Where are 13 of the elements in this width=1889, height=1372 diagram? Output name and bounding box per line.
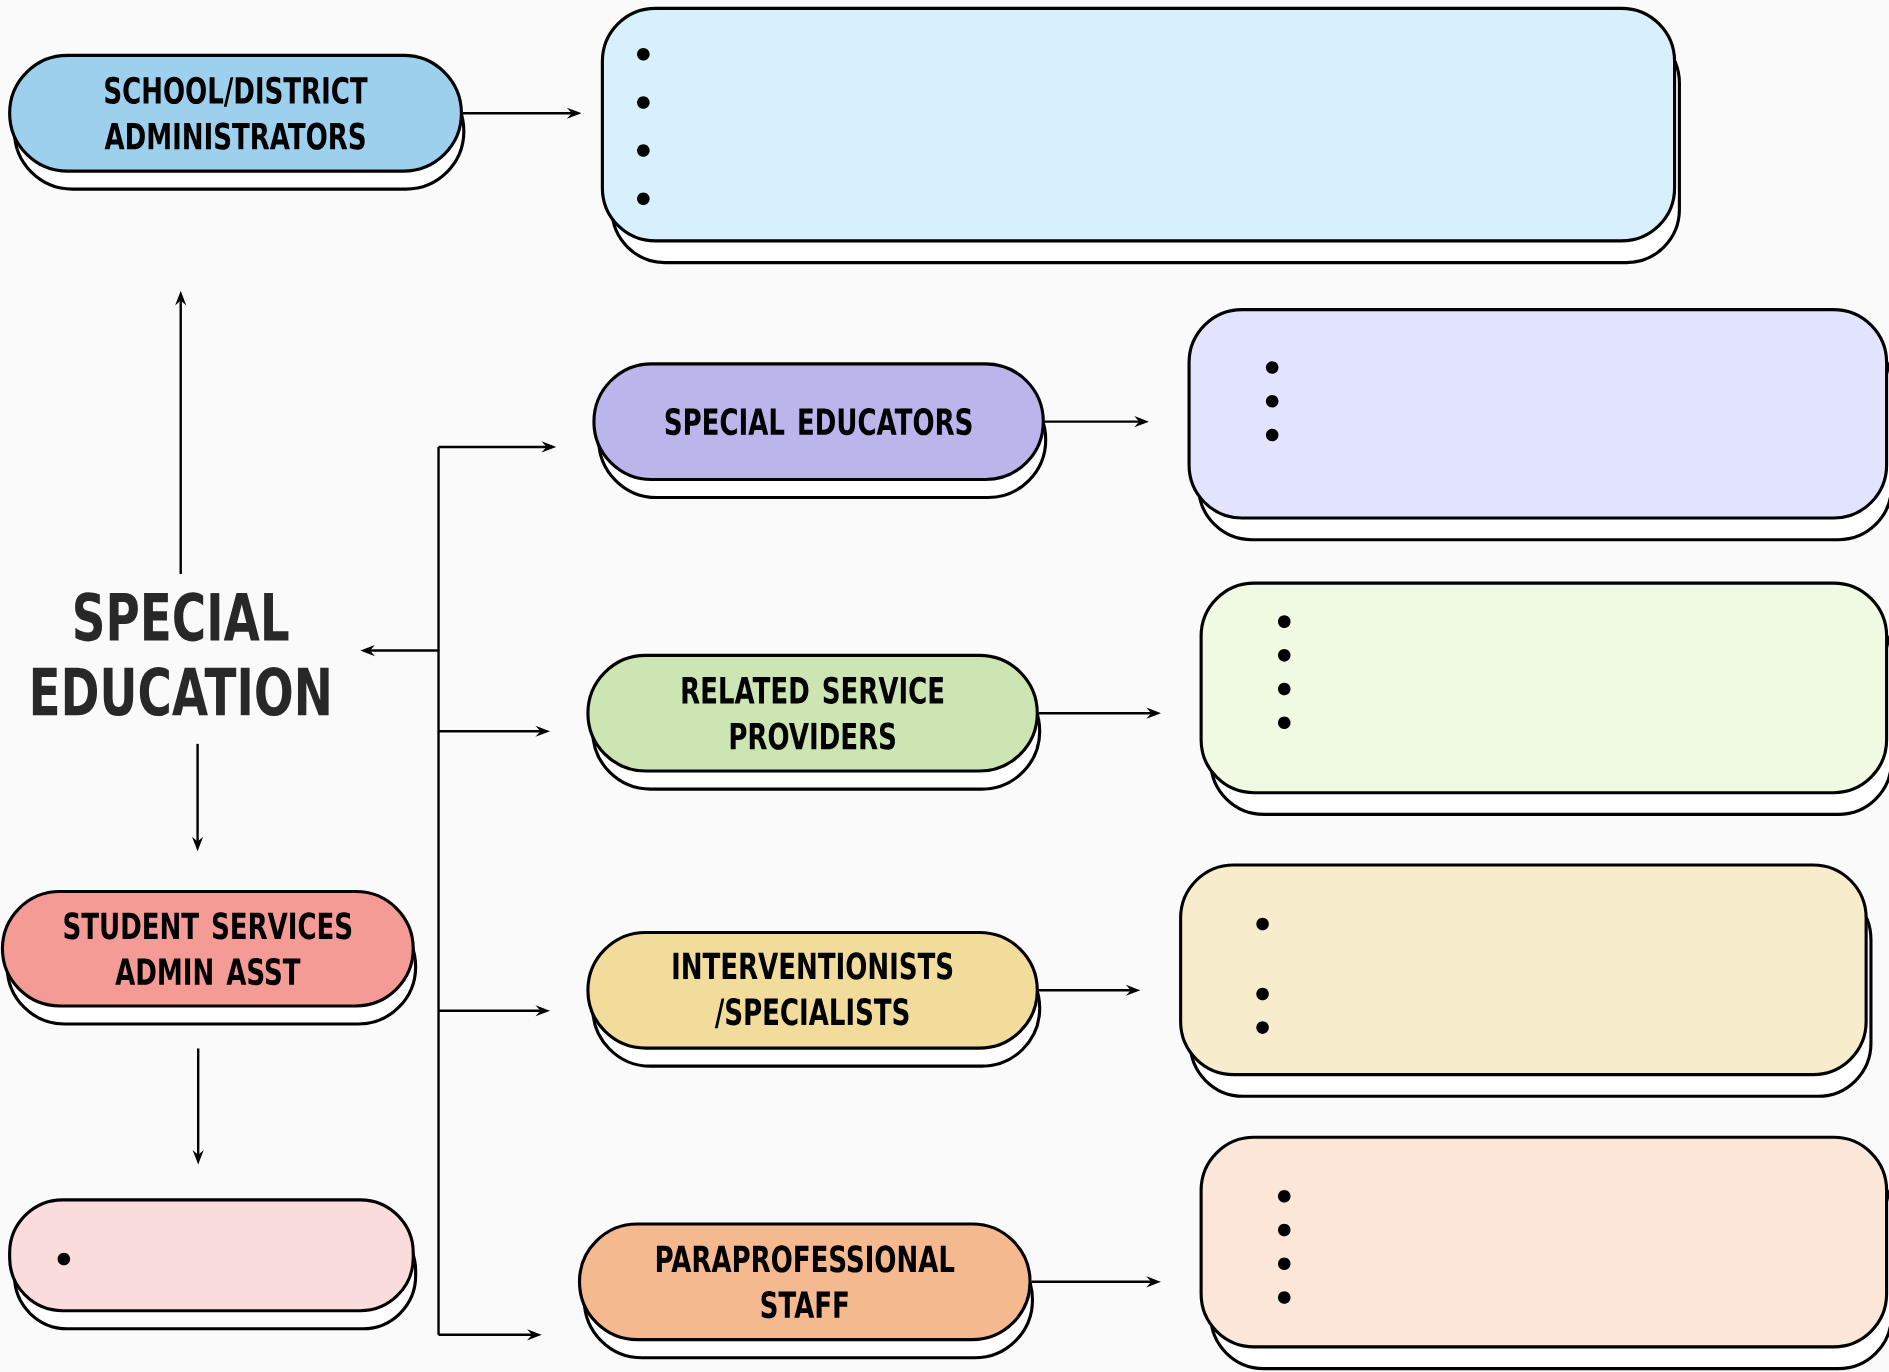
note-box: [1199, 1135, 1889, 1371]
role-pill: RELATED SERVICE PROVIDERS: [586, 653, 1042, 791]
note-box: [1179, 863, 1873, 1098]
role-pill: INTERVENTIONISTS /SPECIALISTS: [586, 930, 1042, 1068]
role-pill: STUDENT SERVICES ADMIN ASST: [0, 889, 418, 1026]
note-box: [1199, 581, 1889, 816]
pill-box: [8, 1198, 418, 1331]
heading-text: SPECIAL EDUCATION: [32, 592, 329, 716]
note-box: [1187, 307, 1889, 542]
role-pill: PARAPROFESSIONAL STAFF: [577, 1222, 1035, 1360]
role-pill: SCHOOL/DISTRICT ADMINISTRATORS: [8, 53, 466, 191]
note-box: [600, 6, 1681, 265]
role-pill: SPECIAL EDUCATORS: [592, 362, 1048, 500]
